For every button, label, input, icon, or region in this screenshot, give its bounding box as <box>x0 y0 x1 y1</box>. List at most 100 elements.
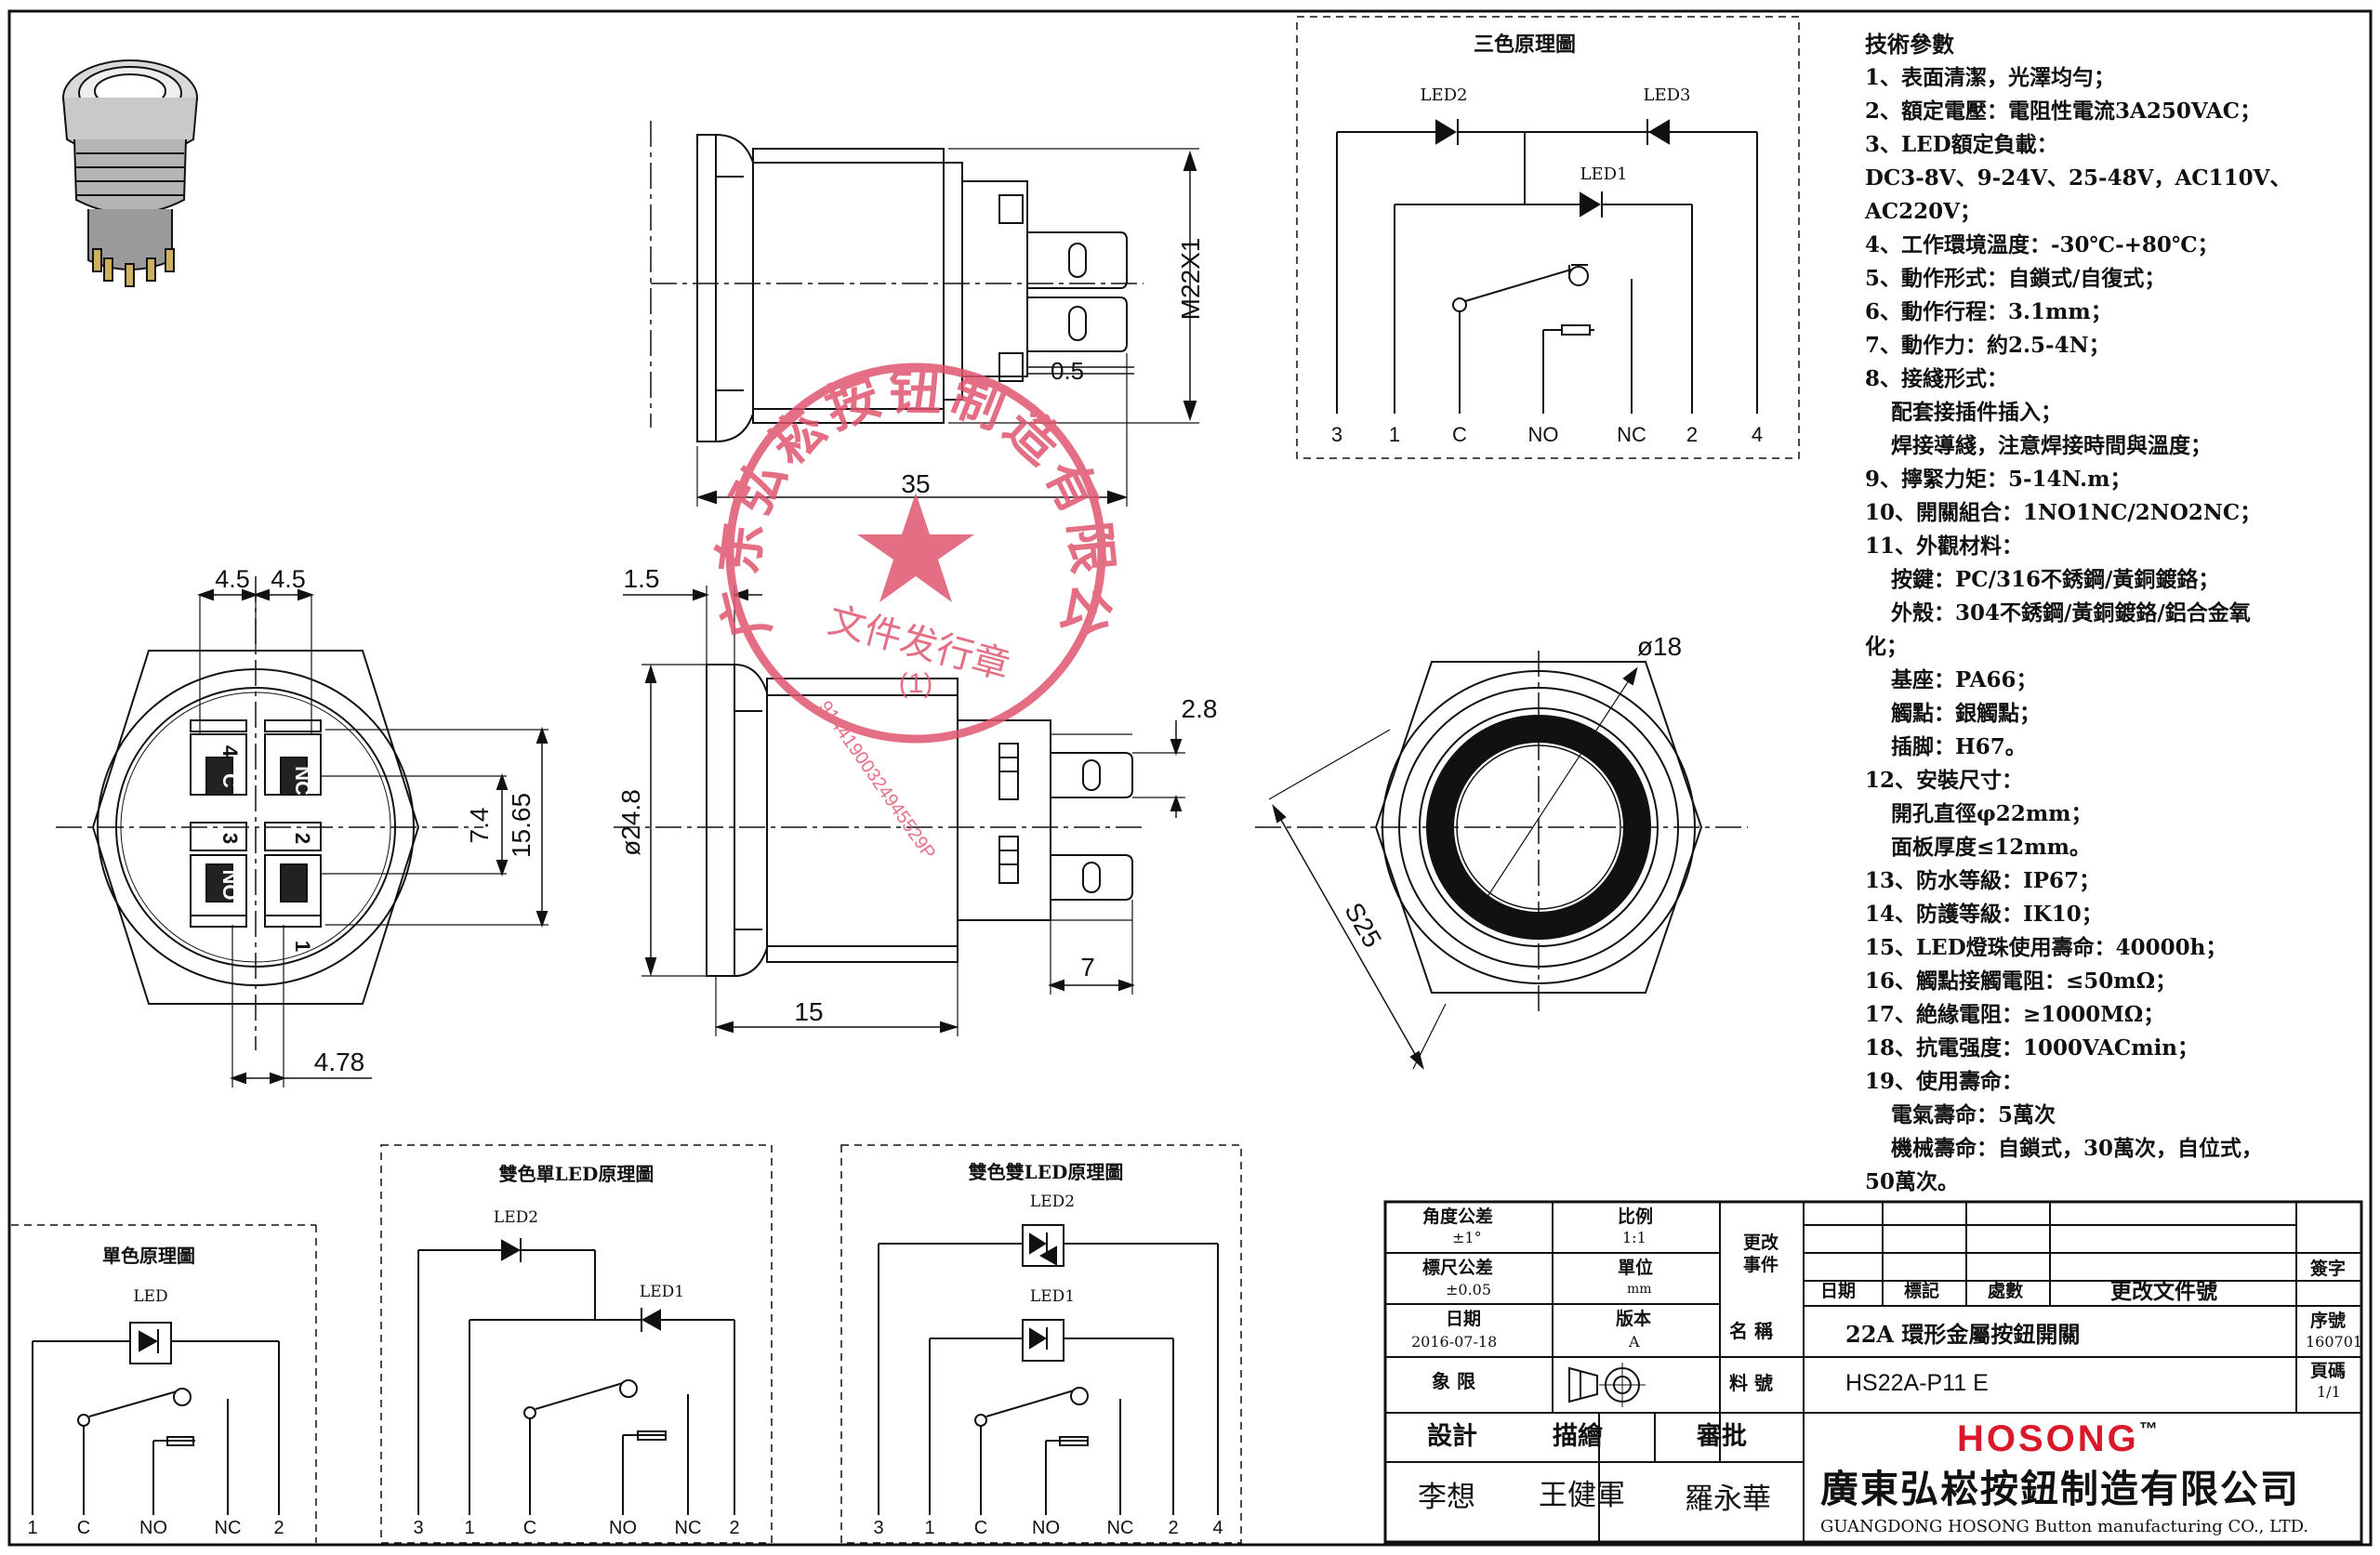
part-number: HS22A-P11 E <box>1845 1370 1989 1396</box>
quadrant-label: 象 限 <box>1432 1370 1475 1392</box>
three-color-terminal-3: 3 <box>1331 423 1342 446</box>
dim-height-b: 15.65 <box>507 793 536 858</box>
bicolor-single-terminal-1: 1 <box>464 1518 474 1538</box>
bicolor-single-terminal-3: 3 <box>413 1518 423 1538</box>
spec-line: 2、額定電壓：電阻性電流3A250VAC； <box>1865 99 2262 124</box>
spec-line: 配套接插件插入； <box>1891 400 2062 425</box>
spec-line: DC3-8V、9-24V、25-48V，AC110V、 <box>1865 165 2292 191</box>
design-label: 設計 <box>1427 1422 1477 1451</box>
bicolor-double-led1: LED1 <box>1030 1287 1075 1306</box>
three-color-terminal-1: 1 <box>1389 423 1400 446</box>
spec-line: 19、使用壽命： <box>1865 1069 2024 1094</box>
stamp-number: 91441900324945529P <box>814 697 939 863</box>
change-label: 更改事件 <box>1743 1232 1779 1275</box>
bicolor-double-terminal-3: 3 <box>873 1518 883 1538</box>
single-color-schematic: 單色原理圖 LED 1 C NO NC 2 <box>11 1224 317 1543</box>
brand-name: HOSONG <box>1957 1418 2139 1459</box>
bicolor-double-terminal-no: NO <box>1032 1518 1060 1538</box>
spec-line: 16、觸點接觸電阻：≤50mΩ； <box>1865 969 2177 994</box>
date-value: 2016-07-18 <box>1411 1333 1498 1351</box>
spec-line: 插脚：H67。 <box>1891 734 2027 759</box>
brand-tm: ™ <box>2138 1419 2161 1440</box>
spec-line: 基座：PA66； <box>1891 667 2038 692</box>
dim-pitch-b: 4.5 <box>271 565 306 593</box>
size-tol-label: 標尺公差 <box>1422 1258 1494 1278</box>
three-color-terminal-c: C <box>1452 423 1467 446</box>
bicolor-double-schematic: 雙色雙LED原理圖 LED2 LED1 3 1 C NO NC 2 4 <box>840 1144 1242 1544</box>
spec-line: 11、外觀材料： <box>1865 534 2024 559</box>
spec-line: 12、安裝尺寸： <box>1865 768 2024 793</box>
spec-line: 15、LED燈珠使用壽命：40000h； <box>1865 935 2228 960</box>
single-color-terminal-nc: NC <box>215 1518 242 1538</box>
spec-line: 9、擰緊力矩：5-14N.m； <box>1865 467 2132 492</box>
dim-pin-gap: 0.5 <box>1051 357 1084 385</box>
log-doc-col: 更改文件號 <box>2110 1279 2217 1304</box>
dim-height-a: 7.4 <box>465 808 494 844</box>
unit-value: mm <box>1627 1282 1652 1297</box>
spec-line: 機械壽命：自鎖式，30萬次，自位式， <box>1891 1136 2264 1161</box>
part-label: 料 號 <box>1729 1372 1773 1394</box>
bicolor-double-terminal-nc: NC <box>1107 1518 1134 1538</box>
spec-line: 外殼：304不銹鋼/黃銅鍍鉻/鋁合金氧 <box>1891 600 2251 626</box>
spec-line: 17、絶緣電阻：≥1000MΩ； <box>1865 1002 2165 1027</box>
single-color-terminal-no: NO <box>139 1518 167 1538</box>
drafter-name: 王健軍 <box>1539 1479 1625 1512</box>
brand-logo: HOSONG™ <box>1957 1420 2161 1457</box>
bicolor-double-terminal-2: 2 <box>1168 1518 1178 1538</box>
company-name-cn: 廣東弘崧按鈕制造有限公司 <box>1820 1467 2300 1511</box>
designer-name: 李想 <box>1418 1481 1475 1514</box>
company-name-en: GUANGDONG HOSONG Button manufacturing CO… <box>1820 1517 2309 1536</box>
spec-line: 10、開關組合：1NO1NC/2NO2NC； <box>1865 500 2262 525</box>
dim-flange: 1.5 <box>624 564 660 593</box>
name-label: 名 稱 <box>1729 1320 1773 1342</box>
front-terminal-4: 4 <box>218 745 242 758</box>
front-terminal-1: 1 <box>291 941 314 952</box>
technical-specs: 技術參數 1、表面清潔，光澤均勻；2、額定電壓：電阻性電流3A250VAC；3、… <box>1865 28 2348 1199</box>
dim-diameter: ø24.8 <box>616 789 645 856</box>
draw-label: 描繪 <box>1553 1422 1603 1451</box>
projection-symbol-icon <box>1568 1363 1646 1407</box>
size-tol-value: ±0.05 <box>1446 1281 1492 1298</box>
single-color-led: LED <box>133 1287 167 1306</box>
title-block-grid <box>1383 1200 2363 1544</box>
three-color-schematic: 三色原理圖 LED2 LED3 LED1 3 1 C NO NC <box>1296 16 1800 459</box>
bicolor-double-terminal-c: C <box>974 1518 987 1538</box>
spec-line: 6、動作行程：3.1mm； <box>1865 299 2112 324</box>
spec-line: 1、表面清潔，光澤均勻； <box>1865 65 2116 90</box>
stamp-sub: (1) <box>899 668 933 699</box>
bicolor-single-schematic: 雙色單LED原理圖 LED2 LED1 3 1 C NO NC 2 <box>380 1144 773 1544</box>
three-color-led3: LED3 <box>1644 86 1691 105</box>
bicolor-double-terminal-1: 1 <box>924 1518 934 1538</box>
log-count-col: 處數 <box>1988 1281 2024 1301</box>
front-terminal-c: C <box>218 773 242 788</box>
ratio-label: 比例 <box>1618 1206 1654 1227</box>
three-color-terminal-no: NO <box>1528 423 1559 446</box>
page-value: 1/1 <box>2317 1383 2341 1401</box>
angle-tol-label: 角度公差 <box>1422 1206 1494 1227</box>
dim-pitch-a: 4.5 <box>215 565 250 593</box>
sheet-border <box>7 9 2373 1547</box>
unit-label: 單位 <box>1618 1258 1654 1278</box>
log-date-col: 日期 <box>1820 1281 1857 1301</box>
dim-hex: S25 <box>1339 898 1387 953</box>
single-color-terminal-2: 2 <box>273 1518 284 1538</box>
three-color-terminal-2: 2 <box>1686 423 1698 446</box>
spec-line: 觸點：銀觸點； <box>1891 701 2041 726</box>
front-terminal-no: NO <box>218 870 242 901</box>
dim-tail: 7 <box>1080 953 1095 982</box>
side-view-top: M22X1 0.5 35 <box>650 121 1205 507</box>
spec-line: 50萬次。 <box>1865 1169 1960 1194</box>
bicolor-single-terminal-no: NO <box>609 1518 637 1538</box>
date-label: 日期 <box>1446 1309 1482 1329</box>
bicolor-single-terminal-2: 2 <box>729 1518 739 1538</box>
bicolor-single-led1: LED1 <box>640 1283 684 1301</box>
bicolor-single-terminal-nc: NC <box>675 1518 702 1538</box>
dim-pin-width: 2.8 <box>1182 694 1218 723</box>
spec-line: 面板厚度≤12mm。 <box>1891 835 2091 860</box>
front-terminal-3: 3 <box>218 833 242 844</box>
spec-line: 13、防水等級：IP67； <box>1865 868 2101 893</box>
front-view: 4 C NC 3 NO 2 1 4.5 4.5 7.4 15.65 4.78 <box>56 565 549 1087</box>
spec-line: AC220V； <box>1865 199 1982 224</box>
spec-line: 18、抗電强度：1000VACmin； <box>1865 1035 2200 1061</box>
dim-thread: M22X1 <box>1176 238 1205 321</box>
